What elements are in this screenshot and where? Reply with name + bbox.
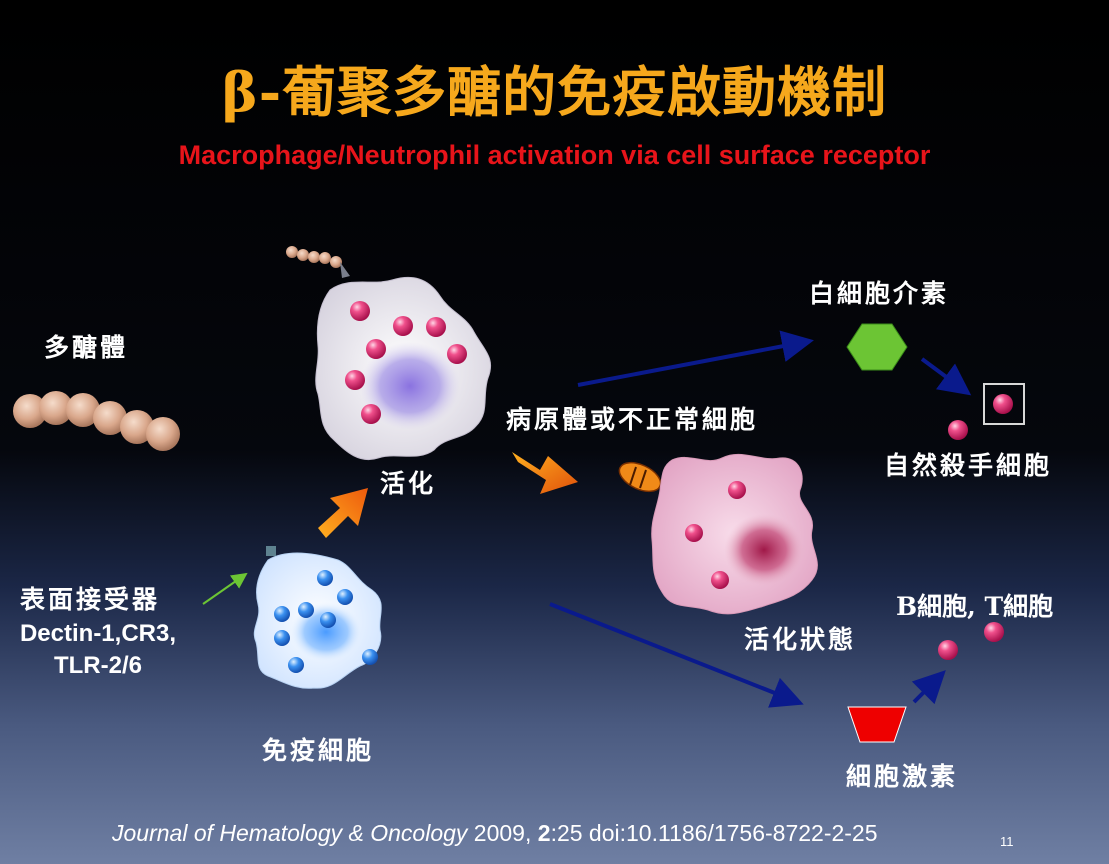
receptor-line1-label: Dectin-1,CR3, (19, 620, 177, 647)
nk-cell-box (983, 383, 1025, 425)
activated-state-label: 活化狀態 (744, 625, 857, 654)
pathogen-label: 病原體或不正常細胞 (506, 405, 759, 434)
immune-cell (253, 546, 382, 689)
activation-arrow (318, 488, 368, 538)
receptor-marker (266, 546, 276, 556)
interleukin-arrow (577, 330, 814, 387)
citation-journal: Journal of Hematology & Oncology (112, 820, 468, 846)
activated-state-cell (651, 453, 818, 615)
bt-cells-label: B細胞, T細胞 (896, 592, 1054, 621)
citation-rest: :25 doi:10.1186/1756-8722-2-25 (550, 820, 878, 846)
bt-arrow (911, 670, 946, 705)
interleukin-label: 白細胞介素 (809, 279, 950, 308)
page-number: 11 (1000, 834, 1014, 849)
receptor-line2-label: TLR-2/6 (53, 652, 142, 679)
page-subtitle: Macrophage/Neutrophil activation via cel… (178, 140, 931, 170)
activation-label: 活化 (380, 469, 437, 498)
t-cell-ball (984, 622, 1004, 642)
nk-cell-ball (948, 420, 968, 440)
page-title: β-葡聚多醣的免疫啟動機制 (221, 60, 888, 124)
interleukin-hexagon (846, 323, 908, 371)
immune-cell-label: 免疫細胞 (262, 736, 375, 765)
citation-year: 2009, (467, 820, 538, 846)
activated-macrophage (286, 246, 492, 460)
nk-cell-label: 自然殺手細胞 (884, 451, 1053, 480)
polysaccharide-label: 多醣體 (44, 333, 129, 362)
nk-cell-dot (993, 394, 1013, 414)
cytokine-arrow (549, 602, 804, 708)
b-cell-ball (938, 640, 958, 660)
nk-arrow (920, 357, 972, 396)
cytokine-trapezoid (847, 706, 907, 743)
pathogen-icon (618, 461, 662, 493)
cytokine-label: 細胞激素 (846, 762, 959, 791)
attack-arrow (512, 452, 578, 494)
polysaccharide-chain (13, 391, 180, 451)
citation: Journal of Hematology & Oncology 2009, 2… (112, 820, 878, 847)
citation-volume: 2 (537, 820, 551, 846)
receptor-arrow (202, 572, 248, 605)
receptor-title-label: 表面接受器 (20, 585, 161, 614)
